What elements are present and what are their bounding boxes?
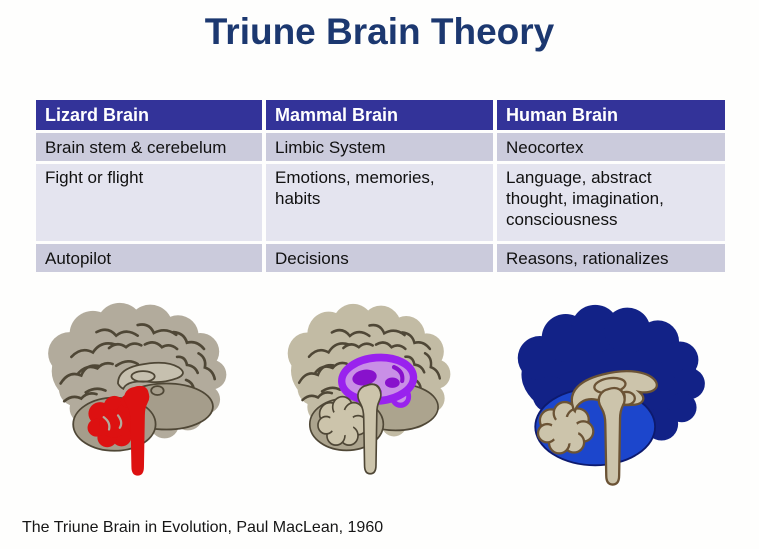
cerebellum [317, 395, 368, 446]
brainstem [357, 383, 382, 475]
comparison-table: Lizard Brain Mammal Brain Human Brain Br… [36, 100, 725, 272]
table-cell-function-human: Language, abstract thought, imagination,… [497, 164, 725, 241]
brainstem [597, 386, 626, 486]
table-cell-structure-mammal: Limbic System [266, 133, 493, 161]
lizard-brain-illustration [48, 302, 227, 476]
cerebellum-texture [102, 414, 123, 431]
brainstem-highlight [120, 385, 150, 476]
table-cell-function-mammal: Emotions, memories, habits [266, 164, 493, 241]
cerebellum [536, 400, 595, 455]
human-brain-figure [503, 303, 715, 491]
page-title: Triune Brain Theory [204, 11, 555, 52]
source-caption: The Triune Brain in Evolution, Paul MacL… [22, 519, 384, 536]
table-cell-structure-human: Neocortex [497, 133, 725, 161]
table-cell-mode-mammal: Decisions [266, 244, 493, 272]
table-cell-function-lizard: Fight or flight [36, 164, 262, 241]
cerebellum-highlight [87, 395, 142, 448]
corpus-callosum [117, 361, 184, 396]
table-header-human: Human Brain [497, 100, 725, 130]
table-cell-structure-lizard: Brain stem & cerebelum [36, 133, 262, 161]
lizard-brain-figure [32, 302, 238, 488]
mammal-brain-illustration [287, 303, 451, 475]
table-header-lizard: Lizard Brain [36, 100, 262, 130]
table-header-mammal: Mammal Brain [266, 100, 493, 130]
human-brain-illustration [517, 304, 705, 486]
table-cell-mode-lizard: Autopilot [36, 244, 262, 272]
table-cell-mode-human: Reasons, rationalizes [497, 244, 725, 272]
mammal-brain-figure [273, 303, 461, 485]
